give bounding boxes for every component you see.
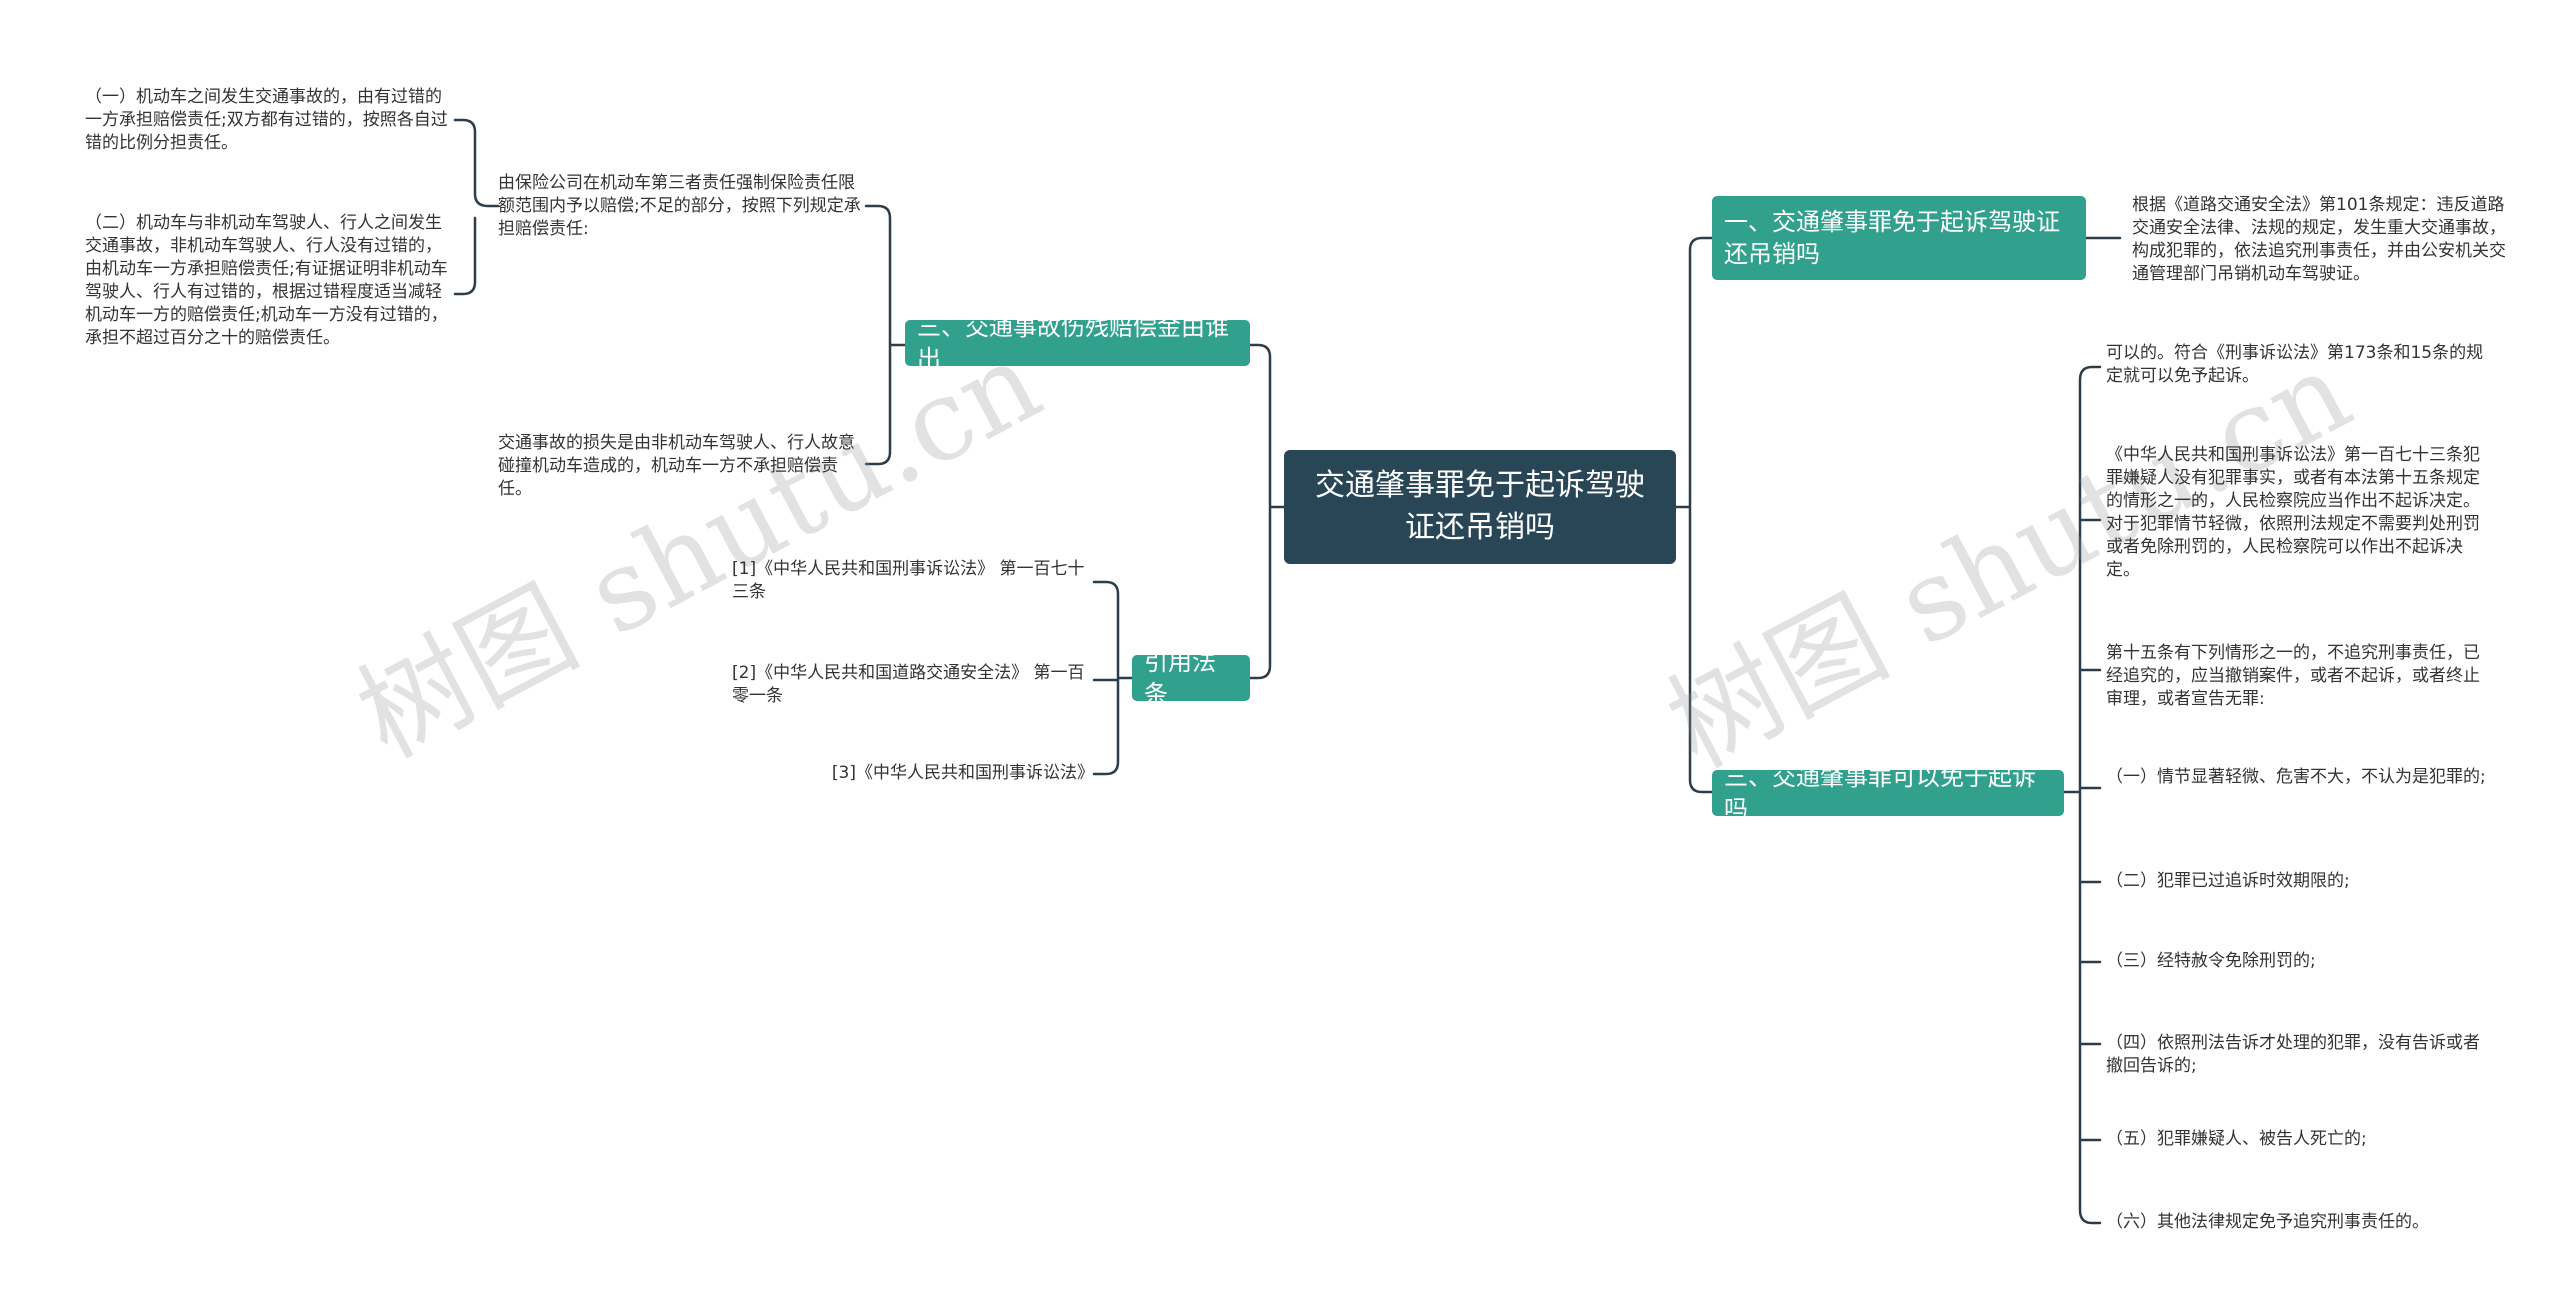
connector-b2-bracket bbox=[2062, 365, 2102, 1225]
leaf-b2-4: （二）犯罪已过追诉时效期限的; bbox=[2106, 871, 2350, 891]
leaf-b2-7: （五）犯罪嫌疑人、被告人死亡的; bbox=[2106, 1129, 2367, 1149]
leaf-b2-2: 第十五条有下列情形之一的，不追究刑事责任，已经追究的，应当撤销案件，或者不起诉，… bbox=[2106, 643, 2480, 709]
leaf-b2-6: （四）依照刑法告诉才处理的犯罪，没有告诉或者撤回告诉的; bbox=[2106, 1033, 2480, 1076]
leaf-insurance-compensation: 由保险公司在机动车第三者责任强制保险责任限额范围内予以赔偿;不足的部分，按照下列… bbox=[498, 173, 861, 239]
connector-b3-bracket bbox=[864, 204, 907, 466]
connector-root-left bbox=[1248, 343, 1286, 680]
leaf-b2-3: （一）情节显著轻微、危害不大，不认为是犯罪的; bbox=[2106, 767, 2486, 787]
connector-b4-bracket bbox=[1092, 580, 1134, 776]
connector-sub1-bracket bbox=[453, 118, 500, 296]
leaf-intentional-collision: 交通事故的损失是由非机动车驾驶人、行人故意碰撞机动车造成的，机动车一方不承担赔偿… bbox=[498, 433, 855, 499]
branch-cited-laws[interactable]: 引用法条 bbox=[1132, 648, 1250, 708]
branch-exemption-from-prosecution[interactable]: 三、交通肇事罪可以免于起诉吗 bbox=[1712, 763, 2064, 823]
leaf-b2-8: （六）其他法律规定免予追究刑事责任的。 bbox=[2106, 1212, 2429, 1232]
leaf-vehicle-collision: （一）机动车之间发生交通事故的，由有过错的一方承担赔偿责任;双方都有过错的，按照… bbox=[85, 87, 448, 153]
citation-1[interactable]: [1]《中华人民共和国刑事诉讼法》 第一百七十三条 bbox=[732, 559, 1085, 602]
citation-2[interactable]: [2]《中华人民共和国道路交通安全法》 第一百零一条 bbox=[732, 663, 1085, 706]
leaf-b2-5: （三）经特赦令免除刑罚的; bbox=[2106, 951, 2316, 971]
branch-disability-compensation[interactable]: 三、交通事故伤残赔偿金由谁出 bbox=[905, 313, 1250, 373]
root-topic[interactable]: 交通肇事罪免于起诉驾驶证还吊销吗 bbox=[1284, 450, 1676, 564]
connector-root-right bbox=[1674, 236, 1714, 794]
citation-3[interactable]: [3]《中华人民共和国刑事诉讼法》 bbox=[831, 763, 1094, 783]
leaf-vehicle-pedestrian: （二）机动车与非机动车驾驶人、行人之间发生交通事故，非机动车驾驶人、行人没有过错… bbox=[85, 213, 448, 348]
leaf-b2-0: 可以的。符合《刑事诉讼法》第173条和15条的规定就可以免予起诉。 bbox=[2106, 343, 2484, 386]
leaf-road-safety-law-101: 根据《道路交通安全法》第101条规定：违反道路交通安全法律、法规的规定，发生重大… bbox=[2132, 195, 2506, 284]
leaf-b2-1: 《中华人民共和国刑事诉讼法》第一百七十三条犯罪嫌疑人没有犯罪事实，或者有本法第十… bbox=[2106, 445, 2480, 580]
branch-license-revocation[interactable]: 一、交通肇事罪免于起诉驾驶证还吊销吗 bbox=[1712, 196, 2086, 280]
